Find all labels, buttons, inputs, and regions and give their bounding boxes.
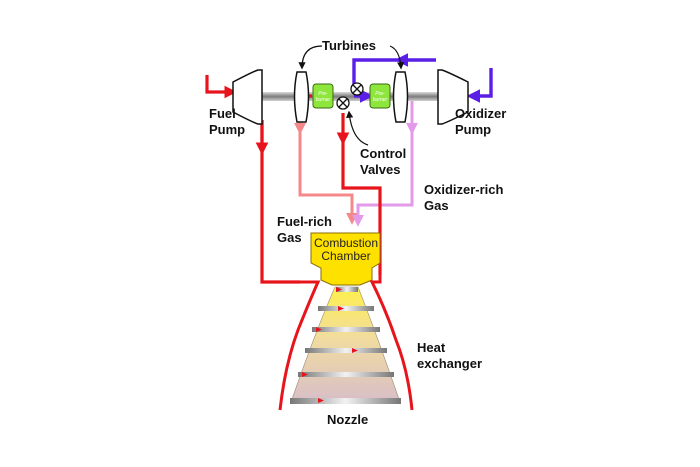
- oxidizer-pump-label-1: Oxidizer: [455, 106, 506, 121]
- fuel-line: [205, 75, 382, 284]
- heat-exchanger-label-1: Heat: [417, 340, 446, 355]
- combustion-chamber-label-2: Chamber: [321, 249, 370, 263]
- heat-exchanger-label-2: exchanger: [417, 356, 482, 371]
- oxidizer-preburner-label-2: burner: [373, 97, 388, 103]
- oxidizer-line: [352, 53, 493, 103]
- nozzle-ring: [290, 398, 401, 404]
- fuel-control-valve: [336, 96, 350, 110]
- fuel-rich-gas-label-1: Fuel-rich: [277, 214, 332, 229]
- coolant-flow-arrows: [302, 287, 358, 403]
- fuel-pump-impeller: [232, 69, 263, 125]
- fuel-preburner-label-1: Pre-: [318, 91, 328, 97]
- nozzle-ring: [312, 327, 380, 332]
- coolant-arrow: [336, 287, 342, 292]
- fuel-side-turbine: [293, 71, 310, 123]
- oxidizer-preburner-label-1: Pre-: [375, 91, 385, 97]
- oxidizer-side-turbine: [392, 71, 409, 123]
- turbines-pointer-right: [389, 45, 405, 70]
- nozzle-coolant-wall: [278, 275, 414, 411]
- combustion-chamber-label-1: Combustion: [314, 236, 378, 250]
- fuel-rich-gas-label-2: Gas: [277, 230, 302, 245]
- coolant-arrow: [338, 306, 344, 311]
- fuel-preburner-label-2: burner: [316, 97, 331, 103]
- oxidizer-control-valve: [350, 82, 364, 96]
- nozzle-ring: [336, 287, 358, 292]
- nozzle-ring: [305, 348, 387, 353]
- fuel-pump-label-2: Pump: [209, 122, 245, 137]
- fuel-preburner: Pre- burner: [312, 83, 334, 109]
- coolant-arrow: [316, 327, 322, 332]
- oxidizer-preburner: Pre- burner: [369, 83, 391, 109]
- turbines-pointer-left: [298, 45, 323, 70]
- turbopump-shaft: [252, 92, 452, 101]
- fuel-pump-label-1: Fuel: [209, 106, 236, 121]
- combustion-chamber: [310, 232, 381, 286]
- oxidizer-pump-label-2: Pump: [455, 122, 491, 137]
- oxidizer-pump-impeller: [437, 69, 469, 125]
- control-valves-label-2: Valves: [360, 162, 401, 177]
- coolant-arrow: [318, 398, 324, 403]
- coolant-arrow: [352, 348, 358, 353]
- oxidizer-rich-gas-label-1: Oxidizer-rich: [424, 182, 504, 197]
- coolant-arrow: [302, 372, 308, 377]
- nozzle-ring: [298, 372, 394, 377]
- oxidizer-rich-gas-label-2: Gas: [424, 198, 449, 213]
- heat-exchanger-rings: [290, 287, 401, 404]
- oxidizer-rich-gas-line: [352, 101, 418, 227]
- nozzle-ring: [318, 306, 374, 311]
- turbines-label: Turbines: [322, 38, 376, 53]
- nozzle-label: Nozzle: [327, 412, 368, 427]
- control-valves-pointer: [346, 110, 369, 146]
- control-valves-label-1: Control: [360, 146, 406, 161]
